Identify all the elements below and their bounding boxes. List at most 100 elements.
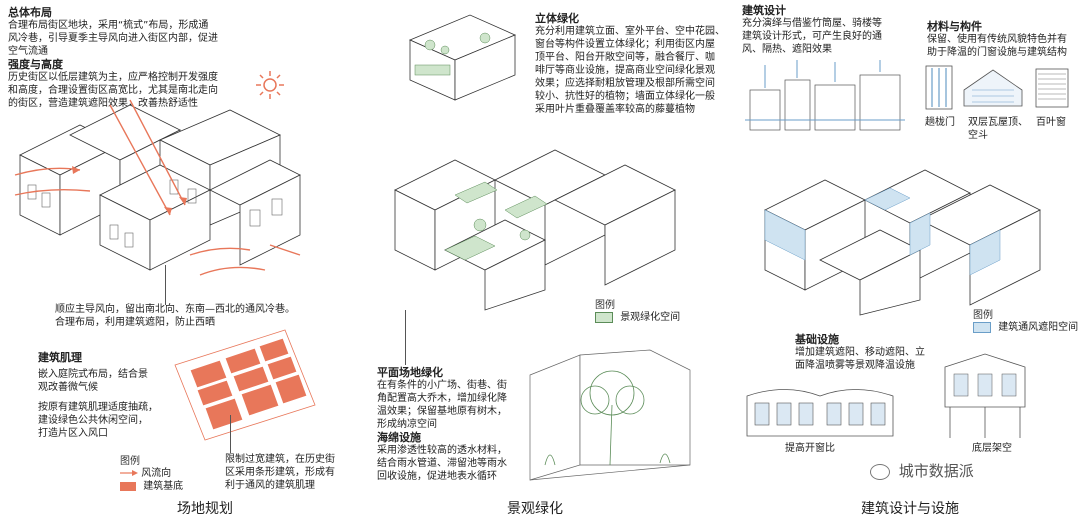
component-label-roof: 双层瓦屋顶、 空斗 [968,116,1028,142]
texture-title: 建筑肌理 [38,351,82,364]
site-buildings-illustration [14,99,301,276]
legend-title: 图例 [973,310,993,321]
sponge-line: 回收设施，促进地表水循环 [377,471,497,482]
vertical-green-block: 立体绿化 充分利用建筑立面、室外平台、空中花园、 窗台等构件设置立体绿化；利用街… [535,12,725,116]
rooftop-green-building [408,14,517,101]
texture-right-leader [230,415,231,453]
legend-architecture: 图例 建筑通风遮阳空间 [973,306,1078,334]
texture-right-line: 限制过宽建筑，在历史街 [225,454,335,465]
legend-item-wind: 风流向 [120,467,183,480]
plane-green-line: 温效果；保留基地原有树木， [377,406,507,417]
arch-design-line: 风、隔热、遮阳效果 [742,44,832,55]
sponge-line: 结合雨水管道、滞留池等雨水 [377,458,507,469]
caption-site-planning: 场地规划 [177,501,233,517]
plane-green-block: 平面场地绿化 在有条件的小广场、街巷、街 角配置高大乔木，增加绿化降 温效果；保… [377,366,527,483]
strength-height-line: 的街区，营造建筑遮阳效果，改善热舒适性 [8,98,198,109]
louver-window-icon [1035,68,1069,108]
stilts-building [944,353,1026,438]
legend-label: 建筑通风遮阳空间 [998,322,1079,333]
panel-site-planning: 总体布局 合理布局街区地块，采用“梳式”布局，形成通 风冷巷，引导夏季主导风向进… [0,0,360,523]
component-label-roof-line: 空斗 [968,130,988,141]
infrastructure-line: 增加建筑遮阳、移动遮阳、立 [795,347,925,358]
arch-design-block: 建筑设计 充分演绎与借鉴竹筒屋、骑楼等 建筑设计形式，可产生良好的通 风、隔热、… [742,4,922,56]
plane-green-line: 在有条件的小广场、街巷、街 [377,380,507,391]
component-label-gate: 趟栊门 [925,117,955,128]
sun-icon [256,71,284,99]
sponge-line: 采用渗透性较高的透水材料， [377,445,507,456]
wind-note-leader [165,265,166,305]
vertical-green-line: 窗台等构件设置立体绿化；利用街区内屋 [535,39,715,50]
infrastructure-line: 面降温喷雾等景观降温设施 [795,360,915,371]
landscape-buildings-illustration [394,149,676,311]
caption-architecture: 建筑设计与设施 [861,501,959,517]
legend-title: 图例 [595,300,615,311]
legend-item-ventilation: 建筑通风遮阳空间 [973,321,1078,334]
texture-item-line: 观改善微气候 [38,382,98,393]
legend-label: 建筑基底 [143,481,184,492]
plane-green-title: 平面场地绿化 [377,366,443,379]
overall-layout-line: 合理布局街区地块，采用“梳式”布局，形成通 [8,20,209,31]
sponge-title: 海绵设施 [377,431,421,444]
double-tile-roof-icon [963,69,1023,107]
texture-item-line: 建设绿色公共休闲空间， [38,415,148,426]
wind-note-line: 合理布局，利用建筑遮阳，防止西晒 [55,317,215,328]
legend-item-footprint: 建筑基底 [120,480,183,493]
strength-height-line: 和高度，合理设置街区高宽比，尤其是南北走向 [8,85,218,96]
plane-green-line: 角配置高大乔木，增加绿化降 [377,393,507,404]
arch-design-title: 建筑设计 [742,4,786,17]
infrastructure-title: 基础设施 [795,333,839,346]
texture-item-line: 嵌入庭院式布局，结合景 [38,369,148,380]
texture-right-line: 区采用条形建筑，形成有 [225,467,335,478]
panel-landscape: 立体绿化 充分利用建筑立面、室外平台、空中花园、 窗台等构件设置立体绿化；利用街… [365,0,725,523]
legend-label: 景观绿化空间 [620,312,681,323]
texture-item-line: 打造片区入风口 [38,428,108,439]
overall-layout-title: 总体布局 [8,6,52,19]
caption-landscape: 景观绿化 [507,501,563,517]
overall-layout-line: 空气流通 [8,46,48,57]
window-ratio-label: 提高开窗比 [785,443,835,454]
architecture-buildings-illustration [764,169,1041,316]
overall-layout-block: 总体布局 合理布局街区地块，采用“梳式”布局，形成通 风冷巷，引导夏季主导风向进… [8,6,238,110]
vertical-green-title: 立体绿化 [535,12,579,25]
ventilation-swatch [973,321,991,333]
legend-title: 图例 [120,456,140,467]
materials-line: 保留、使用有传统风貌特色并有 [927,34,1067,45]
panel-architecture: 建筑设计 充分演绎与借鉴竹筒屋、骑楼等 建筑设计形式，可产生良好的通 风、隔热、… [730,0,1080,523]
arch-design-line: 建筑设计形式，可产生良好的通 [742,31,882,42]
materials-title: 材料与构件 [927,20,982,33]
arch-design-line: 充分演绎与借鉴竹筒屋、骑楼等 [742,18,882,29]
wind-note: 顺应主导风向，留出南北向、东南—西北的通风冷巷。 合理布局，利用建筑遮阳，防止西… [55,303,325,329]
texture-block: 建筑肌理 嵌入庭院式布局，结合景 观改善微气候 按原有建筑肌理适度抽疏， 建设绿… [38,351,188,440]
window-ratio-building [746,389,894,437]
infrastructure-block: 基础设施 增加建筑遮阳、移动遮阳、立 面降温喷雾等景观降温设施 [795,333,975,372]
legend-item-green: 景观绿化空间 [595,311,680,324]
ventilation-section-illustration [745,60,905,131]
vertical-green-line: 效果；应选择耐粗放管理及根部所需空间 [535,78,715,89]
watermark-text: 城市数据派 [898,462,974,480]
materials-line: 助于降温的门窗设施与建筑结构 [927,47,1067,58]
building-footprint-plan [174,329,316,441]
courtyard-tree-illustration [529,349,691,481]
legend-site: 图例 风流向 建筑基底 [120,452,183,493]
texture-item-line: 按原有建筑肌理适度抽疏， [38,402,158,413]
strength-height-title: 强度与高度 [8,58,63,71]
green-swatch [595,311,613,323]
vertical-green-line: 啡厅等商业设施，提高商业空间绿化景观 [535,65,715,76]
vertical-green-line: 采用叶片重叠覆盖率较高的藤蔓植物 [535,104,695,115]
legend-landscape: 图例 景观绿化空间 [595,296,680,324]
texture-right-line: 利于通风的建筑肌理 [225,480,315,491]
strength-height-line: 历史街区以低层建筑为主，应严格控制开发强度 [8,72,218,83]
vertical-green-line: 顶平台、阳台开敞空间等，融合餐厅、咖 [535,52,715,63]
footprint-swatch [120,481,136,491]
component-label-louver: 百叶窗 [1036,117,1066,128]
texture-right-note: 限制过宽建筑，在历史街 区采用条形建筑，形成有 利于通风的建筑肌理 [225,453,365,492]
overall-layout-line: 风冷巷，引导夏季主导风向进入街区内部，促进 [8,33,218,44]
sliding-gate-icon [925,65,953,110]
legend-label: 风流向 [141,468,172,479]
wind-note-line: 顺应主导风向，留出南北向、东南—西北的通风冷巷。 [55,304,295,315]
component-label-roof-line: 双层瓦屋顶、 [968,117,1028,128]
watermark: 城市数据派 [870,460,974,481]
wechat-icon [870,463,890,480]
plane-green-line: 形成纳凉空间 [377,419,437,430]
stilts-label: 底层架空 [972,443,1012,454]
